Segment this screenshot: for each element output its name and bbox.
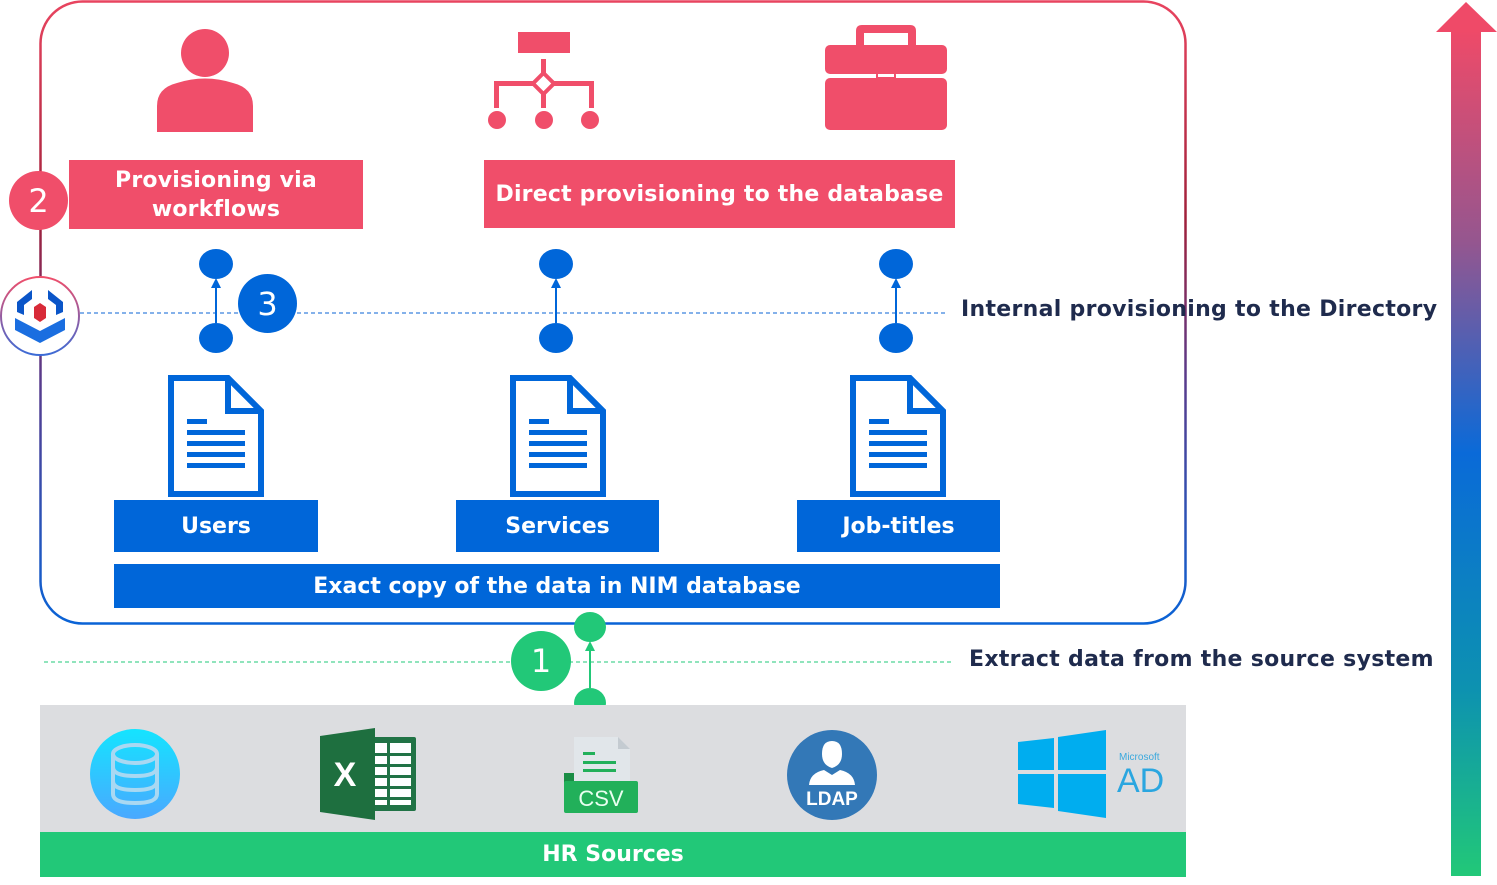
ldap-icon: LDAP xyxy=(787,730,877,820)
direct-provisioning-label: Direct provisioning to the database xyxy=(484,160,955,228)
windows-icon: Microsoft AD xyxy=(1018,730,1164,818)
document-icon xyxy=(168,375,264,497)
step-3-badge: 3 xyxy=(238,274,297,333)
nim-logo-icon xyxy=(0,276,80,356)
internal-provisioning-label: Internal provisioning to the Directory xyxy=(961,297,1438,322)
job-titles-label: Job-titles xyxy=(797,500,1000,552)
connector-hr-sources xyxy=(574,612,606,718)
excel-icon: X xyxy=(320,728,416,820)
document-icon xyxy=(850,375,946,497)
csv-file-icon: CSV xyxy=(564,737,638,813)
briefcase-icon xyxy=(825,25,947,130)
workflows-label-line2: workflows xyxy=(151,196,281,222)
user-icon xyxy=(157,29,253,132)
ldap-label: LDAP xyxy=(806,789,858,810)
connector-job-titles xyxy=(879,249,913,353)
provisioning-via-workflows-label: Provisioning via workflows xyxy=(69,160,363,229)
ad-label: AD xyxy=(1117,762,1164,800)
database-icon xyxy=(90,729,180,819)
excel-glyph: X xyxy=(334,756,357,794)
connector-users xyxy=(199,249,233,353)
nim-database-bar: Exact copy of the data in NIM database xyxy=(114,564,1000,608)
workflow-hierarchy-icon xyxy=(488,32,599,129)
step-2-badge: 2 xyxy=(9,171,68,230)
users-label: Users xyxy=(114,500,318,552)
flow-direction-arrow xyxy=(1436,2,1497,876)
csv-label: CSV xyxy=(578,786,624,811)
workflows-label-line1: Provisioning via xyxy=(115,167,317,193)
document-icon xyxy=(510,375,606,497)
hr-sources-title: HR Sources xyxy=(40,832,1186,877)
services-label: Services xyxy=(456,500,659,552)
microsoft-brand-text: Microsoft xyxy=(1119,752,1160,763)
connector-services xyxy=(539,249,573,353)
extract-data-label: Extract data from the source system xyxy=(969,647,1434,672)
step-1-badge: 1 xyxy=(511,631,571,691)
